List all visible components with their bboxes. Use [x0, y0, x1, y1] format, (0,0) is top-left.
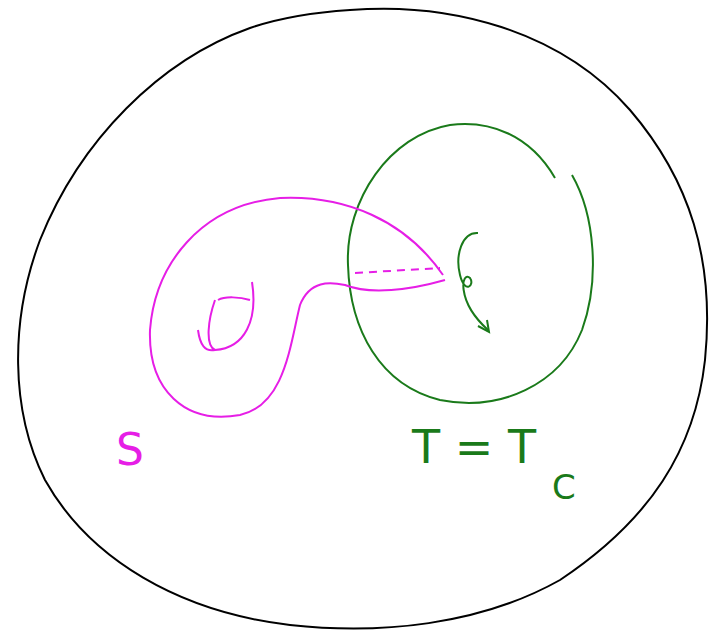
surface-dashed	[355, 268, 440, 273]
surface-outline	[150, 198, 445, 417]
torus-curve	[458, 233, 488, 330]
torus-outline	[348, 124, 593, 403]
surface-handle	[198, 282, 253, 350]
ambient-region	[18, 9, 707, 629]
arrow-head	[478, 320, 489, 332]
surface-label: S	[116, 428, 144, 472]
torus-label: T = T	[412, 424, 536, 470]
subscript-label: C	[552, 470, 576, 504]
